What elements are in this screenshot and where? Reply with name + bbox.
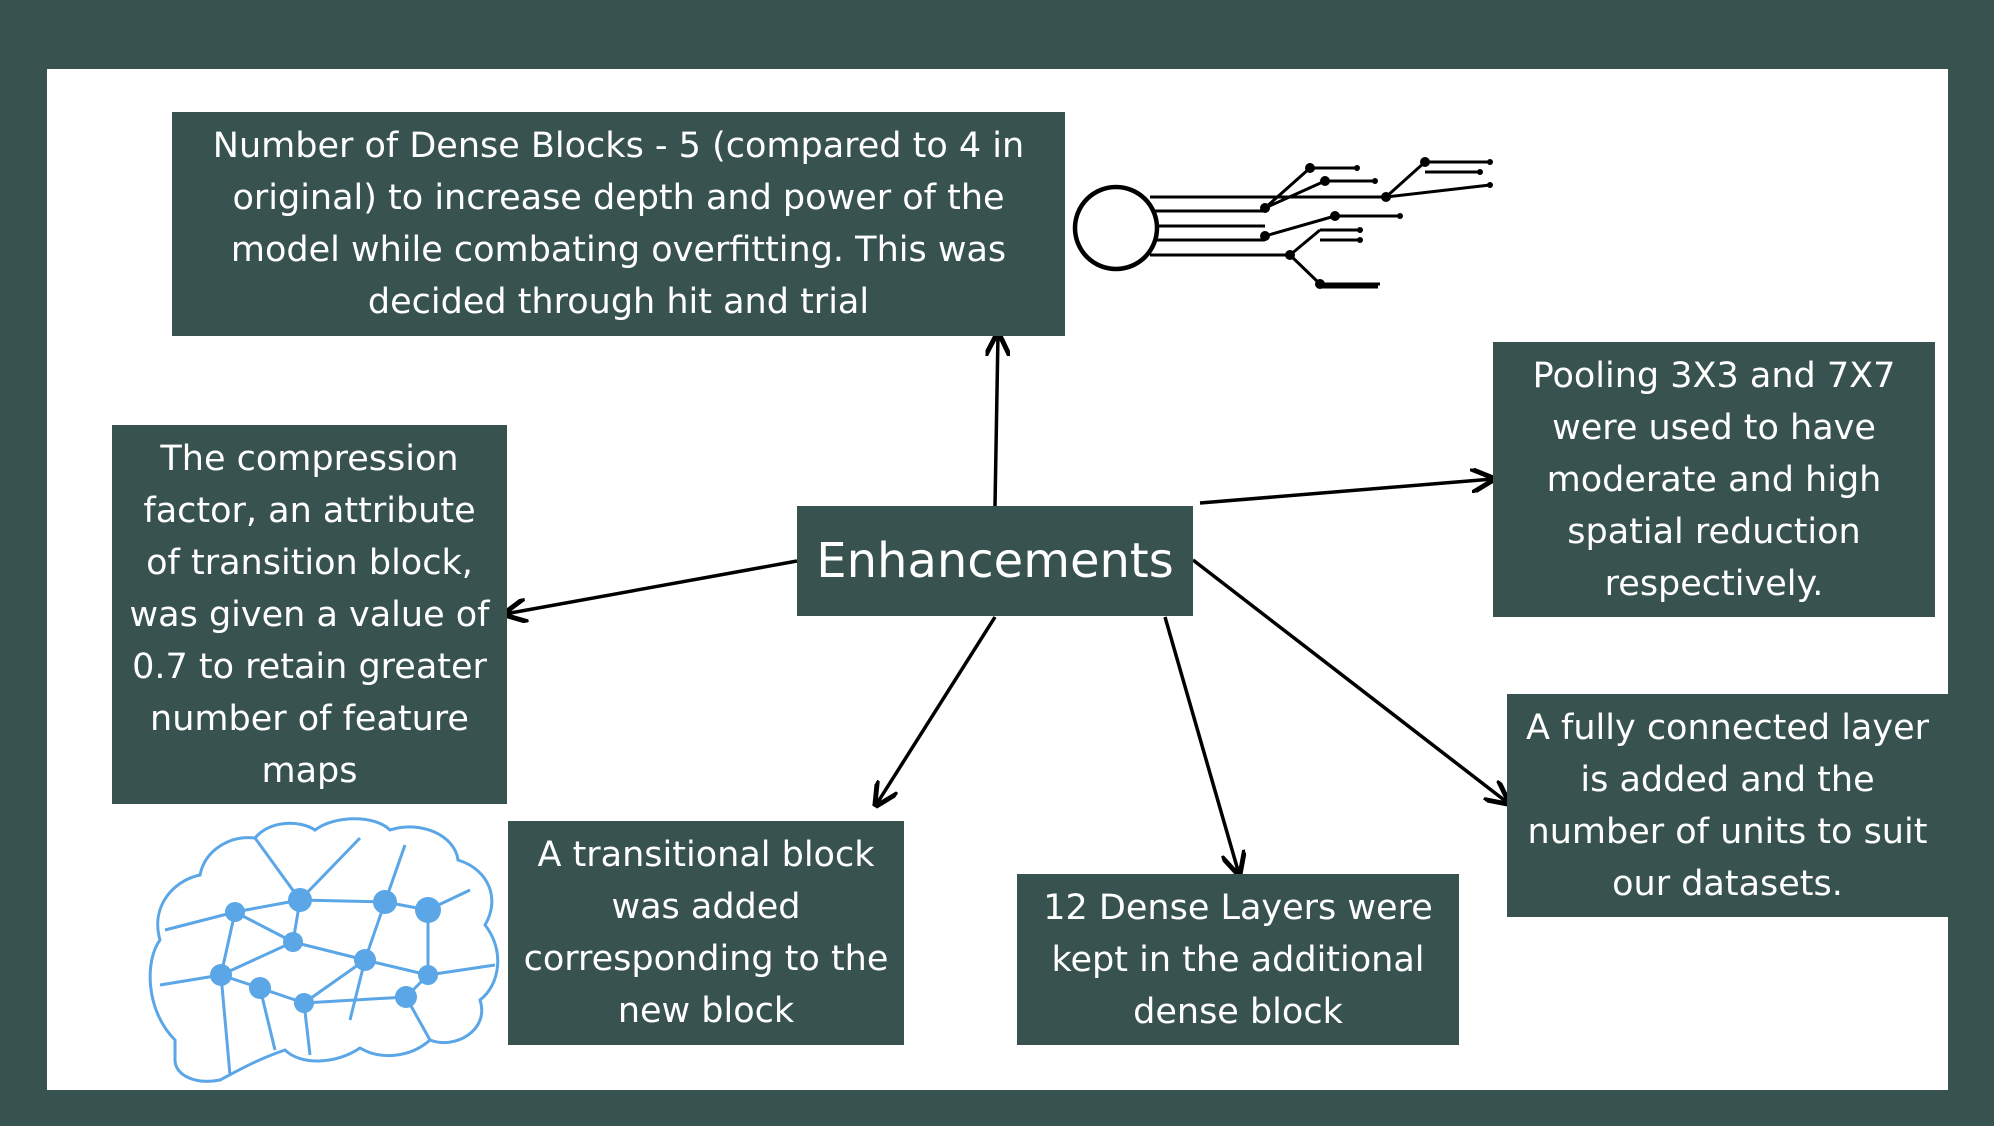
enhancements-title: Enhancements xyxy=(816,533,1174,589)
pooling-text: Pooling 3X3 and 7X7 were used to have mo… xyxy=(1532,355,1896,604)
arrow-to-compression xyxy=(505,559,798,614)
arrow-to-dense-layers xyxy=(1163,616,1239,874)
arrow-to-pooling xyxy=(1199,479,1493,505)
dense-layers-box: 12 Dense Layers were kept in the additio… xyxy=(1017,874,1459,1045)
brain-nodes xyxy=(210,888,441,1013)
neuron-icon xyxy=(1072,160,1491,289)
dense-layers-text: 12 Dense Layers were kept in the additio… xyxy=(1043,887,1433,1032)
transitional-block-text: A transitional block was added correspon… xyxy=(523,835,889,1031)
pooling-box: Pooling 3X3 and 7X7 were used to have mo… xyxy=(1493,342,1935,617)
fully-connected-text: A fully connected layer is added and the… xyxy=(1525,707,1930,904)
enhancements-center-box: Enhancements xyxy=(797,506,1193,616)
arrow-to-fully-connected xyxy=(1191,558,1508,803)
arrow-to-transitional xyxy=(876,616,997,805)
brain-network-icon xyxy=(148,817,500,1083)
neuron-dots xyxy=(1260,157,1493,289)
dense-blocks-box: Number of Dense Blocks - 5 (compared to … xyxy=(172,112,1065,336)
transitional-block-box: A transitional block was added correspon… xyxy=(508,821,904,1045)
compression-factor-box: The compression factor, an attribute of … xyxy=(112,425,507,804)
compression-factor-text: The compression factor, an attribute of … xyxy=(129,438,490,791)
arrow-to-dense-blocks xyxy=(995,334,998,507)
fully-connected-box: A fully connected layer is added and the… xyxy=(1507,694,1948,917)
dense-blocks-text: Number of Dense Blocks - 5 (compared to … xyxy=(212,126,1025,322)
